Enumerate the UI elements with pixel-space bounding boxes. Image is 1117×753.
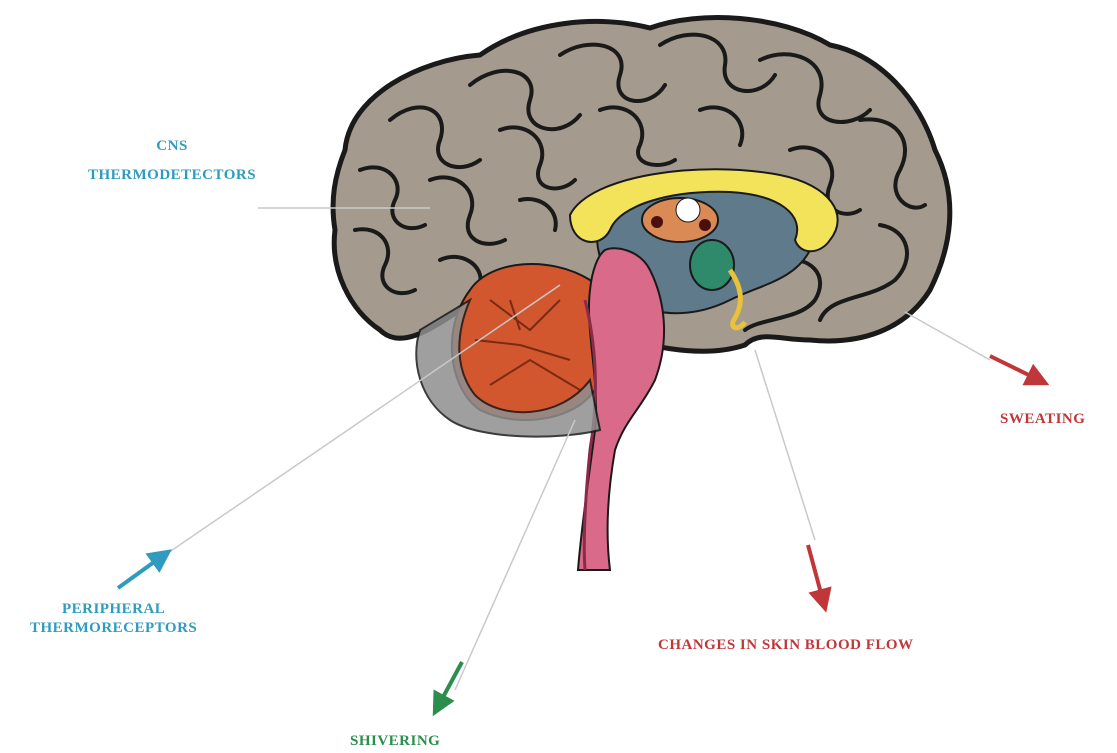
skin-blood-flow-label: CHANGES IN SKIN BLOOD FLOW — [658, 636, 914, 655]
cns-label-line2: THERMODETECTORS — [88, 161, 256, 190]
blood-flow-connector-line — [755, 350, 815, 540]
skin-blood-flow-text: CHANGES IN SKIN BLOOD FLOW — [658, 636, 914, 655]
shivering-text: SHIVERING — [350, 732, 440, 751]
thalamus-dark-dot-left — [651, 216, 663, 228]
shivering-label: SHIVERING — [350, 732, 440, 751]
sweating-text: SWEATING — [1000, 410, 1085, 429]
sweating-label: SWEATING — [1000, 410, 1085, 429]
hypothalamus — [690, 240, 734, 290]
red-arrow-icon — [808, 545, 825, 608]
peripheral-label-line1: PERIPHERAL — [30, 600, 197, 619]
shivering-connector-line — [455, 420, 575, 690]
sweating-connector-line — [905, 312, 990, 360]
cns-label-line1: CNS — [88, 132, 256, 161]
blue-arrow-icon — [118, 552, 168, 588]
red-arrow-icon — [990, 356, 1045, 383]
cns-thermodetectors-label: CNS THERMODETECTORS — [88, 132, 256, 191]
thalamus-white-dot — [676, 198, 700, 222]
green-arrow-icon — [435, 662, 462, 712]
thalamus-dark-dot-right — [699, 219, 711, 231]
peripheral-thermoreceptors-label: PERIPHERAL THERMORECEPTORS — [30, 600, 197, 638]
peripheral-label-line2: THERMORECEPTORS — [30, 619, 197, 638]
